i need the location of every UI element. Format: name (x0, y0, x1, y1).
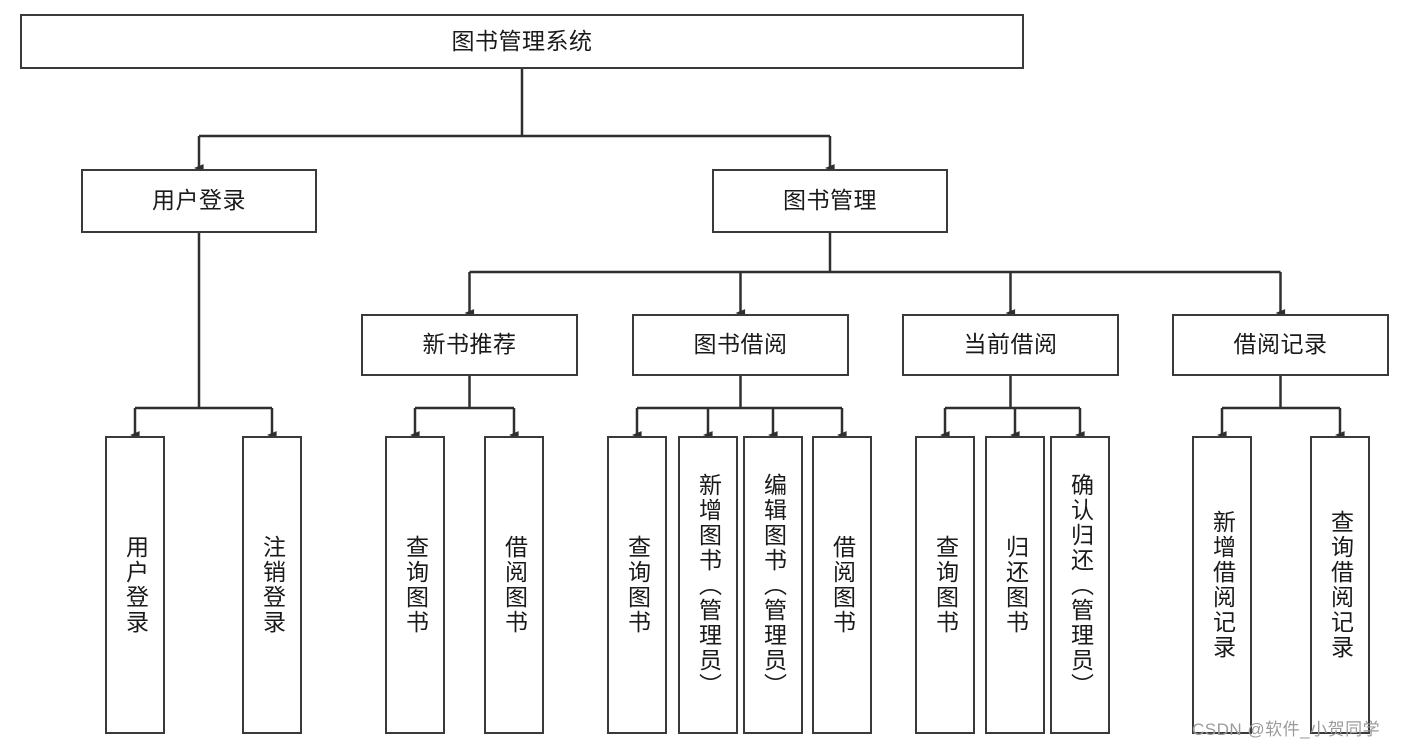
node-leaf-borrow-book-1[interactable]: 借阅图书 (484, 436, 544, 734)
node-label: 查询图书 (624, 535, 651, 635)
node-leaf-confirm-return-admin[interactable]: 确认归还（管理员） (1050, 436, 1110, 734)
node-current-borrow[interactable]: 当前借阅 (902, 314, 1119, 376)
node-new-book-recommend[interactable]: 新书推荐 (361, 314, 578, 376)
node-label: 注销登录 (259, 535, 286, 635)
node-borrow-record[interactable]: 借阅记录 (1172, 314, 1389, 376)
node-label: 借阅记录 (1233, 331, 1328, 358)
node-label: 查询图书 (932, 535, 959, 635)
node-leaf-logout[interactable]: 注销登录 (242, 436, 302, 734)
node-label: 图书管理系统 (451, 27, 593, 54)
node-leaf-query-book-1[interactable]: 查询图书 (385, 436, 445, 734)
node-label: 编辑图书（管理员） (760, 472, 787, 698)
node-label: 查询图书 (402, 535, 429, 635)
watermark-text: CSDN @软件_小贺同学 (1192, 720, 1381, 739)
node-user-login[interactable]: 用户登录 (81, 169, 317, 233)
node-leaf-query-book-3[interactable]: 查询图书 (915, 436, 975, 734)
node-root[interactable]: 图书管理系统 (20, 14, 1024, 69)
node-label: 新书推荐 (422, 331, 517, 358)
node-label: 当前借阅 (963, 331, 1058, 358)
node-book-borrow[interactable]: 图书借阅 (632, 314, 849, 376)
node-label: 新增图书（管理员） (695, 472, 722, 698)
node-label: 借阅图书 (501, 535, 528, 635)
node-label: 确认归还（管理员） (1067, 472, 1094, 698)
node-label: 用户登录 (122, 535, 149, 635)
node-label: 图书借阅 (693, 331, 788, 358)
node-leaf-return-book[interactable]: 归还图书 (985, 436, 1045, 734)
node-label: 借阅图书 (829, 535, 856, 635)
node-label: 查询借阅记录 (1327, 510, 1354, 660)
node-leaf-query-book-2[interactable]: 查询图书 (607, 436, 667, 734)
node-label: 新增借阅记录 (1209, 510, 1236, 660)
node-label: 归还图书 (1002, 535, 1029, 635)
node-leaf-add-book-admin[interactable]: 新增图书（管理员） (678, 436, 738, 734)
edge-group (130, 69, 1345, 439)
node-leaf-user-login[interactable]: 用户登录 (105, 436, 165, 734)
node-leaf-borrow-book-2[interactable]: 借阅图书 (812, 436, 872, 734)
node-leaf-edit-book-admin[interactable]: 编辑图书（管理员） (743, 436, 803, 734)
node-book-manage[interactable]: 图书管理 (712, 169, 948, 233)
node-label: 图书管理 (783, 187, 877, 214)
node-leaf-query-borrow-record[interactable]: 查询借阅记录 (1310, 436, 1370, 734)
node-label: 用户登录 (152, 187, 246, 214)
node-leaf-add-borrow-record[interactable]: 新增借阅记录 (1192, 436, 1252, 734)
